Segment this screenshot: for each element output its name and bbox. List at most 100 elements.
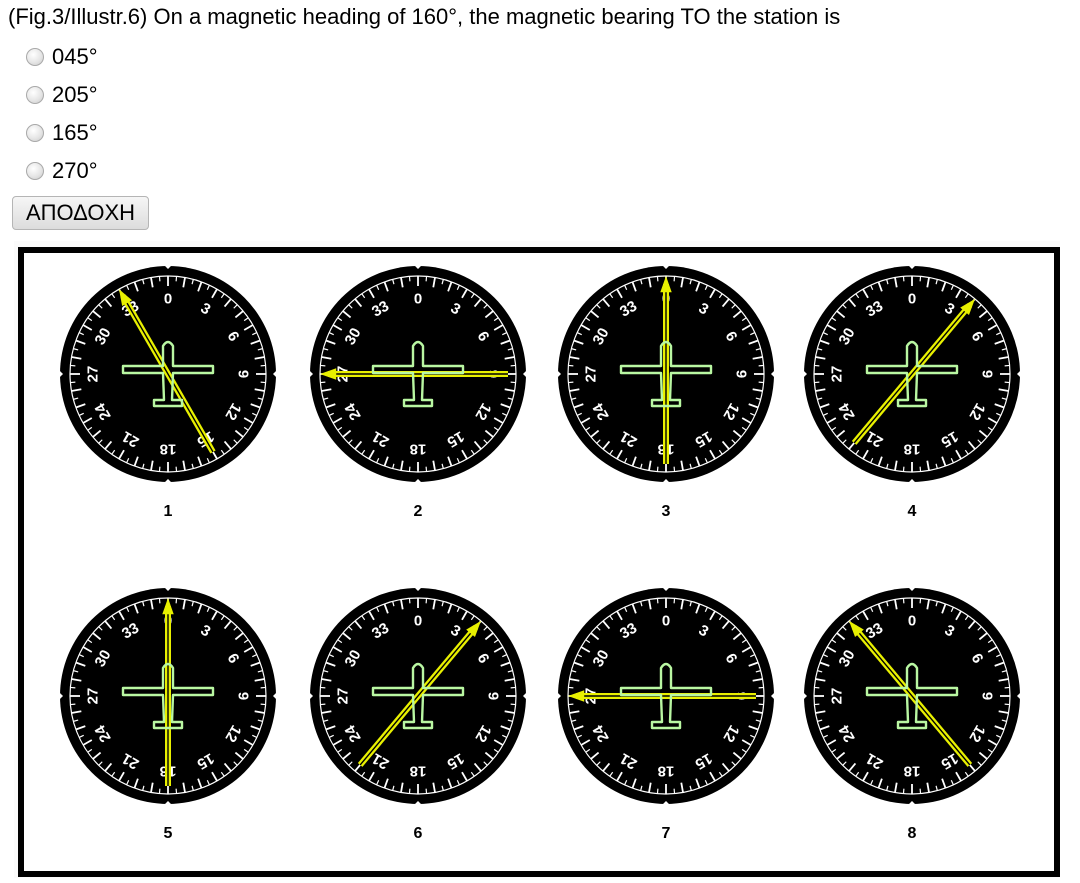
- dial-numeral: 24: [341, 399, 364, 423]
- dial-numeral: 12: [965, 400, 988, 423]
- dial-tick: [252, 332, 258, 336]
- dial-tick: [826, 417, 837, 424]
- dial-tick: [695, 603, 701, 614]
- bearing-needle: [320, 368, 508, 380]
- dial-tick: [323, 719, 329, 722]
- dial-tick: [104, 620, 113, 630]
- dial-tick: [473, 298, 482, 308]
- dial-tick: [752, 356, 763, 360]
- dial-tick: [842, 761, 847, 766]
- dial-tick: [348, 761, 353, 766]
- dial-tick: [964, 771, 969, 777]
- dial-numeral: 27: [335, 688, 352, 705]
- instrument-number: 3: [662, 503, 671, 520]
- dial-tick: [332, 739, 343, 746]
- answer-option-1[interactable]: 045°: [26, 42, 98, 72]
- dial-tick: [432, 277, 436, 288]
- dial-tick: [354, 440, 363, 450]
- dial-tick: [926, 599, 930, 610]
- dial-tick: [92, 310, 102, 319]
- dial-tick: [98, 439, 103, 444]
- dial-tick: [182, 277, 186, 288]
- dial-tick: [233, 761, 238, 766]
- rmi-instrument-1: 036912151821242730331: [57, 263, 279, 520]
- dial-tick: [569, 710, 580, 714]
- dial-tick: [576, 734, 582, 738]
- dial-tick: [609, 293, 614, 299]
- dial-tick: [328, 654, 334, 658]
- dial-numeral: 18: [904, 763, 921, 780]
- dial-tick: [432, 599, 436, 610]
- radio-button[interactable]: [26, 162, 44, 180]
- dial-tick: [473, 762, 482, 772]
- dial-tick: [92, 751, 102, 760]
- dial-tick: [456, 458, 460, 464]
- dial-tick: [243, 417, 254, 424]
- index-marker: [1017, 690, 1023, 702]
- dial-numeral: 24: [91, 399, 114, 423]
- dial-tick: [98, 304, 103, 309]
- dial-tick: [484, 310, 494, 319]
- dial-tick: [243, 646, 254, 653]
- dial-numeral: 9: [485, 692, 502, 700]
- dial-tick: [616, 771, 623, 782]
- index-marker: [57, 368, 63, 380]
- submit-button[interactable]: ΑΠΟΔΟΧΗ: [12, 196, 149, 230]
- dial-tick: [886, 279, 889, 285]
- dial-tick: [191, 601, 194, 607]
- dial-numeral: 33: [863, 298, 886, 321]
- dial-tick: [500, 661, 511, 667]
- dial-tick: [848, 762, 857, 772]
- radio-button[interactable]: [26, 86, 44, 104]
- dial-tick: [721, 440, 730, 450]
- dial-tick: [118, 610, 125, 621]
- index-marker: [57, 690, 63, 702]
- dial-tick: [507, 670, 513, 673]
- dial-tick: [732, 310, 742, 319]
- dial-tick: [831, 426, 837, 431]
- dial-numeral: 30: [92, 325, 115, 348]
- dial-numeral: 9: [979, 692, 996, 700]
- dial-numeral: 12: [719, 400, 742, 423]
- dial-tick: [133, 456, 139, 467]
- dial-tick: [493, 739, 504, 746]
- dial-tick: [576, 332, 582, 336]
- dial-tick: [998, 710, 1009, 714]
- dial-tick: [71, 678, 82, 682]
- dial-tick: [569, 388, 580, 392]
- dial-tick: [504, 678, 515, 682]
- dial-tick: [855, 293, 860, 299]
- answer-option-4[interactable]: 270°: [26, 156, 98, 186]
- dial-tick: [580, 739, 591, 746]
- dial-tick: [1001, 348, 1007, 351]
- dial-tick: [955, 771, 962, 782]
- bearing-needle: [162, 598, 174, 786]
- dial-numeral: 15: [938, 749, 961, 772]
- dial-tick: [361, 615, 366, 621]
- radio-button[interactable]: [26, 48, 44, 66]
- dial-tick: [361, 293, 366, 299]
- answer-option-3[interactable]: 165°: [26, 118, 98, 148]
- dial-tick: [142, 463, 145, 469]
- dial-tick: [998, 356, 1009, 360]
- bearing-needle: [849, 620, 973, 767]
- dial-tick: [689, 279, 692, 285]
- dial-tick: [243, 426, 249, 431]
- dial-tick: [571, 670, 577, 673]
- index-marker: [162, 801, 174, 807]
- dial-numeral: 24: [835, 721, 858, 745]
- answer-option-2[interactable]: 205°: [26, 80, 98, 110]
- dial-tick: [689, 785, 692, 791]
- radio-button[interactable]: [26, 124, 44, 142]
- dial-tick: [191, 463, 194, 469]
- dial-numeral: 33: [863, 620, 886, 643]
- dial-tick: [819, 339, 830, 345]
- dial-tick: [234, 632, 244, 641]
- dial-tick: [257, 397, 263, 400]
- dial-tick: [243, 748, 249, 753]
- dial-tick: [191, 785, 194, 791]
- dial-tick: [640, 279, 643, 285]
- dial-tick: [234, 429, 244, 438]
- dial-tick: [836, 429, 846, 438]
